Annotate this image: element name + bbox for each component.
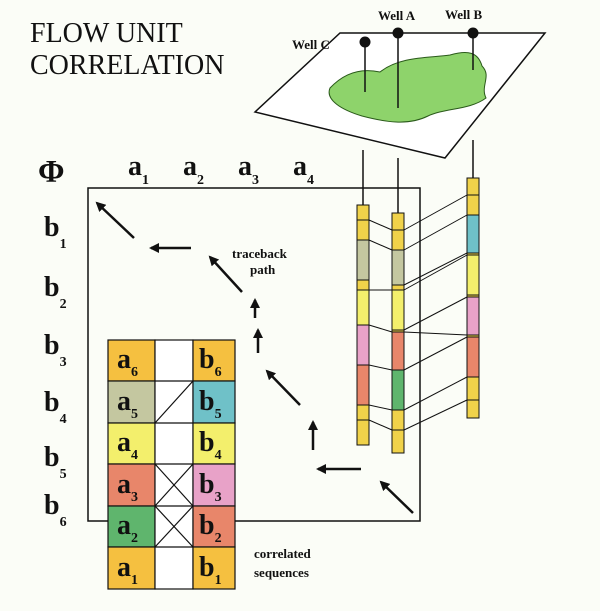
sequence-a-column [107, 339, 156, 590]
sequence-a-label: a3 [117, 469, 138, 505]
well-a-label: Well A [378, 8, 416, 23]
b-header-3: b3 [44, 330, 67, 370]
sequence-correlation-lines [154, 380, 194, 548]
sequence-a-cell [107, 463, 156, 507]
sequence-dividers [155, 380, 193, 548]
sequence-b-column [192, 339, 236, 590]
a-header-2: a2 [183, 151, 204, 188]
traceback-label-line-1: traceback [232, 246, 288, 261]
sequence-b-cell [192, 546, 236, 590]
sequence-a-cell [107, 546, 156, 590]
sequence-a-label: a6 [117, 344, 138, 380]
b-header-4: b4 [44, 387, 67, 427]
traceback-arrow [379, 480, 414, 514]
well-log-left [356, 204, 370, 446]
sequence-b-cell [192, 422, 236, 465]
sequence-b-cell [192, 505, 236, 548]
traceback-arrows [95, 201, 414, 514]
traceback-arrow [265, 369, 301, 406]
sequence-b-label: b6 [199, 344, 222, 380]
well-b-marker [467, 27, 479, 70]
a-headers: a1 a2 a3 a4 [128, 151, 314, 188]
sequence-b-cell [192, 380, 236, 424]
well-a-marker [392, 27, 404, 108]
well-c-marker [359, 36, 371, 92]
sequence-a-cell [107, 380, 156, 424]
sequence-a-label: a2 [117, 510, 138, 546]
b-headers: b1 b2 b3 b4 b5 b6 [44, 212, 67, 530]
b-header-5: b5 [44, 442, 67, 482]
a-header-4: a4 [293, 151, 314, 188]
b-header-1: b1 [44, 212, 67, 252]
phi-symbol: Φ [38, 153, 65, 189]
a-header-3: a3 [238, 151, 259, 188]
a-header-1: a1 [128, 151, 149, 188]
sequence-a-label: a5 [117, 386, 138, 422]
well-c-label: Well C [292, 37, 330, 52]
title-line-2: CORRELATION [30, 50, 224, 81]
sequence-a-label: a4 [117, 427, 138, 463]
correlated-label-line-2: sequences [254, 565, 309, 580]
well-log-middle [391, 212, 405, 454]
sequence-a-label: a1 [117, 552, 138, 588]
well-correlation-lines [368, 194, 468, 431]
sequence-b-cell [192, 339, 236, 382]
sequence-b-cell [192, 463, 236, 507]
sequence-b-label: b4 [199, 427, 222, 463]
b-header-2: b2 [44, 272, 67, 312]
title-line-1: FLOW UNIT [30, 18, 183, 49]
well-log-right [466, 177, 480, 419]
traceback-label-line-2: path [250, 262, 276, 277]
sequence-b-label: b3 [199, 469, 222, 505]
map-green-area [328, 52, 487, 123]
sequence-b-label: b5 [199, 386, 222, 422]
traceback-arrow [208, 255, 243, 293]
well-b-label: Well B [445, 7, 483, 22]
correlated-sequences: a6 a5 a4 a3 a2 a1 b6 b5 b4 b3 b2 b1 [107, 339, 236, 590]
correlated-label-line-1: correlated [254, 546, 312, 561]
alignment-matrix [87, 187, 421, 522]
sequence-b-label: b1 [199, 552, 222, 588]
sequence-b-label: b2 [199, 510, 222, 546]
traceback-arrow [95, 201, 135, 239]
b-header-6: b6 [44, 490, 67, 530]
sequence-labels: a6 a5 a4 a3 a2 a1 b6 b5 b4 b3 b2 b1 [117, 344, 222, 588]
